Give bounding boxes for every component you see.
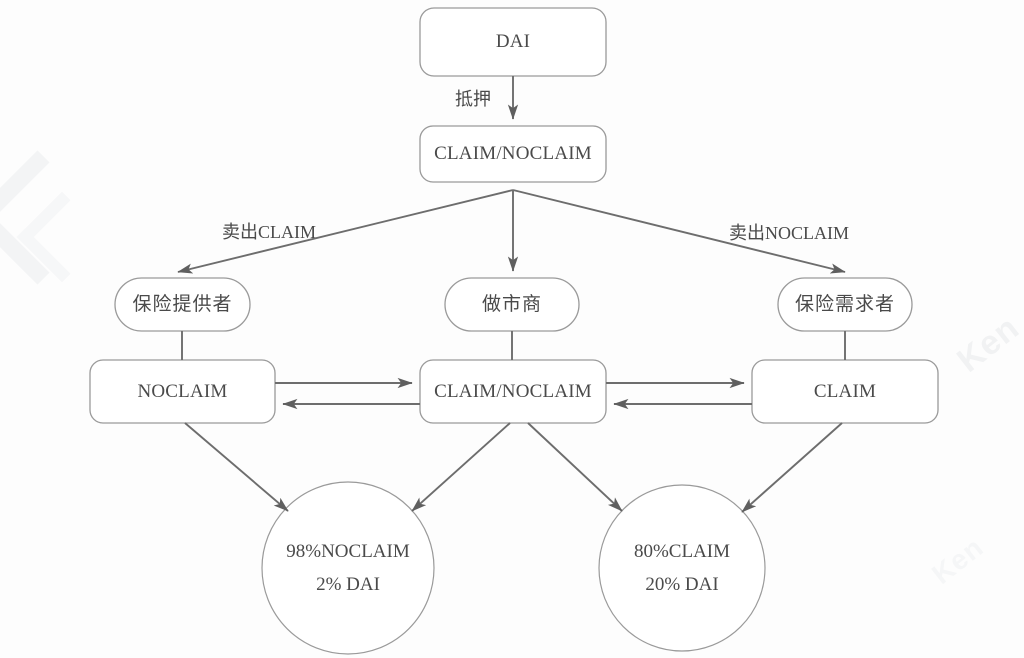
edge-pool-to-outcome-right: [527, 422, 623, 512]
node-dai-shape: [419, 7, 607, 77]
edge-claimnoclaim-to-insurance-buyer: [512, 189, 846, 274]
node-market-maker-shape: [444, 277, 580, 332]
node-insurer-shape: [114, 277, 251, 332]
node-claim-noclaim-shape: [419, 125, 607, 183]
node-claim-shape: [751, 359, 939, 424]
edge-noclaim-to-outcome-left: [184, 422, 289, 512]
node-insurance-buyer-shape: [777, 277, 913, 332]
edge-claimnoclaim-to-insurer: [177, 189, 514, 274]
node-noclaim-shape: [89, 359, 276, 424]
edge-claim-to-outcome-right: [741, 422, 843, 513]
edge-pool-to-outcome-left: [411, 422, 511, 512]
outcome-right-shape: [598, 484, 766, 652]
node-pool-shape: [419, 359, 607, 424]
outcome-left-shape: [261, 481, 435, 655]
